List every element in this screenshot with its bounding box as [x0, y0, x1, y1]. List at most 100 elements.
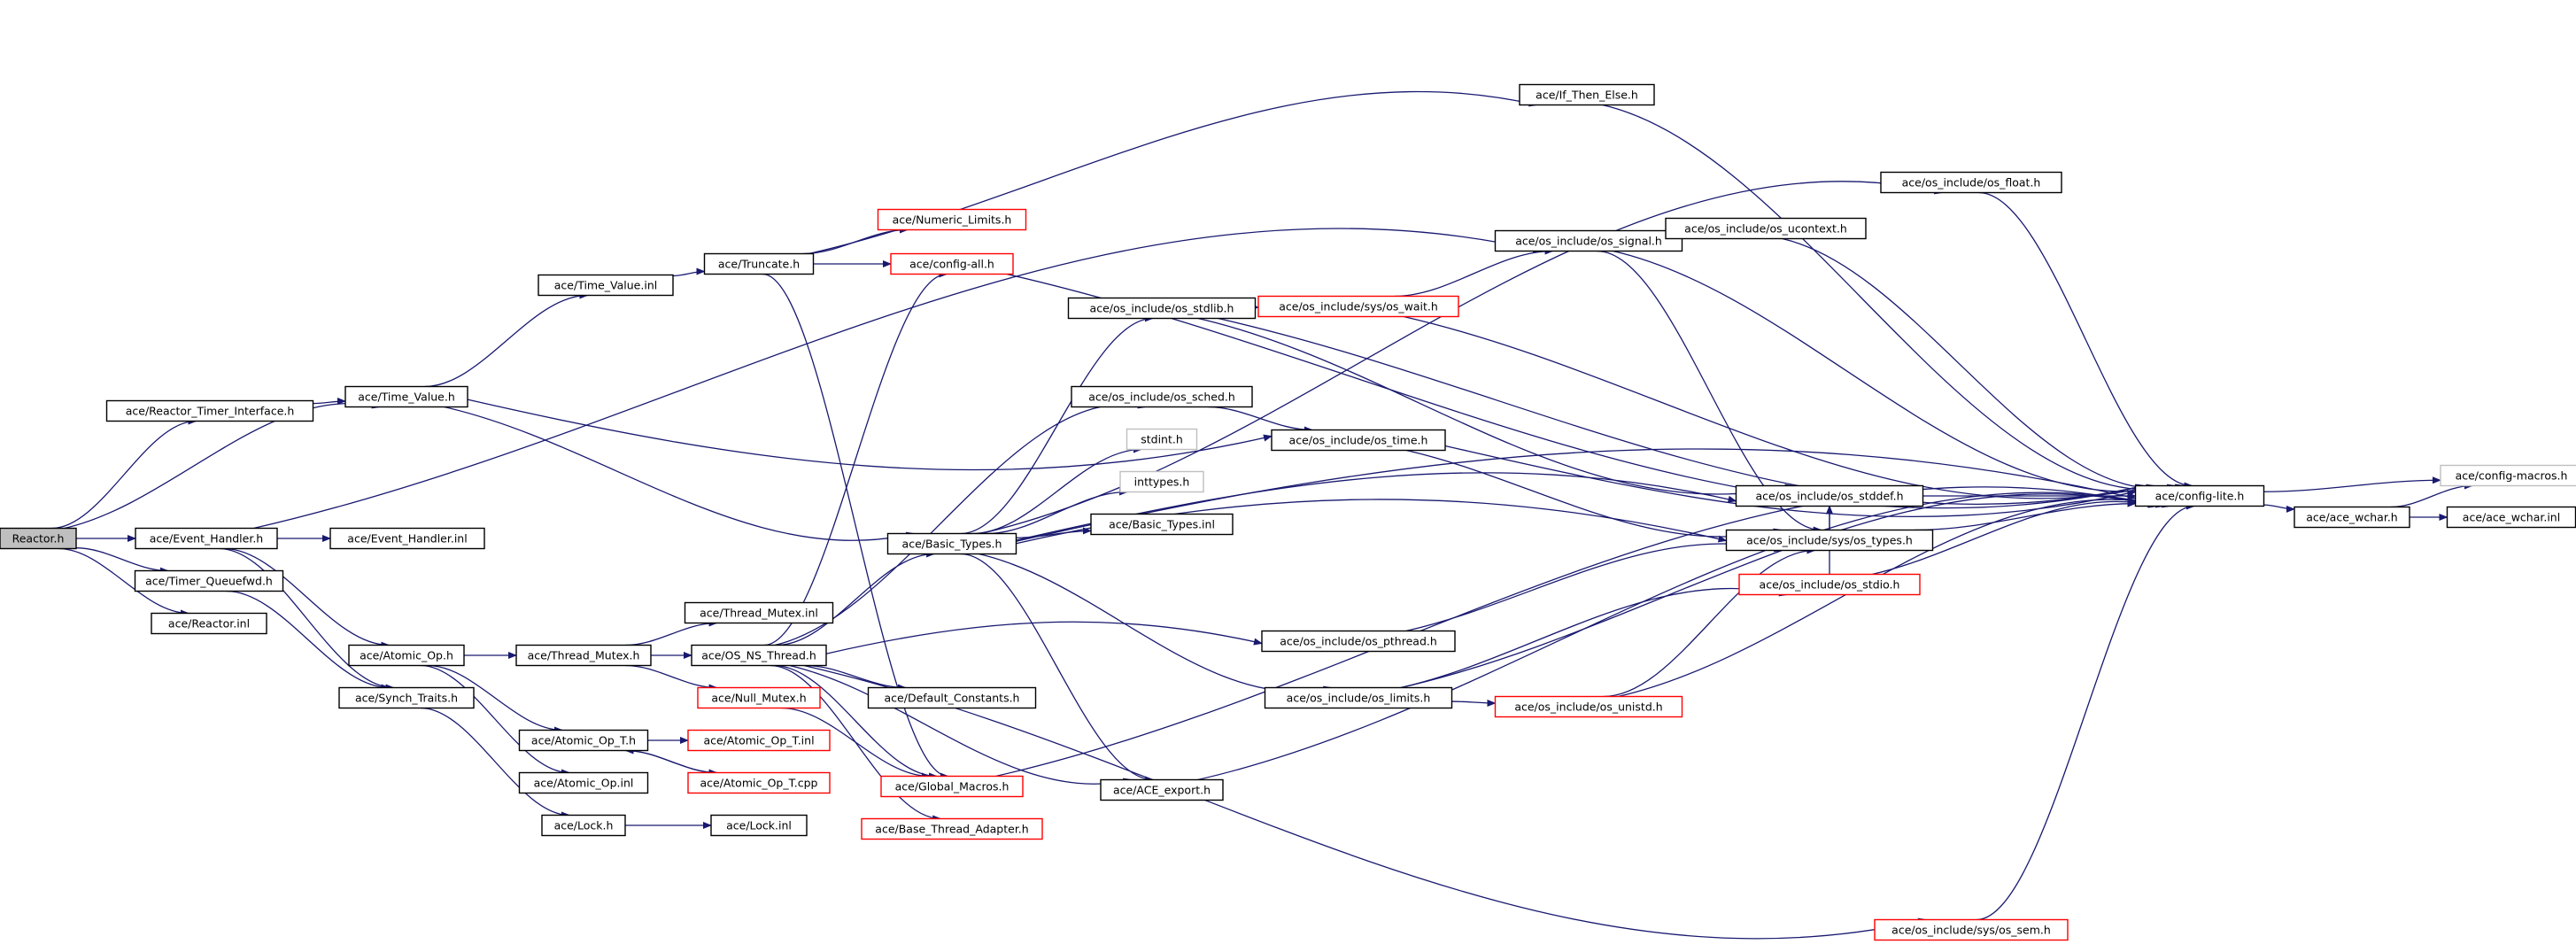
- node-default-constants-h[interactable]: ace/Default_Constants.h: [867, 686, 1037, 709]
- node-box: [338, 686, 475, 709]
- edge-path: [960, 553, 1155, 784]
- node-os-float-h[interactable]: ace/os_include/os_float.h: [1880, 171, 2062, 194]
- node-atomic-op-h[interactable]: ace/Atomic_Op.h: [348, 644, 465, 667]
- node-atomic-op-t-h[interactable]: ace/Atomic_Op_T.h: [518, 729, 649, 752]
- node-global-macros-h[interactable]: ace/Global_Macros.h: [880, 775, 1024, 798]
- node-ace-export-h[interactable]: ace/ACE_export.h: [1100, 778, 1224, 801]
- node-label: ace/ace_wchar.h: [2306, 511, 2397, 524]
- node-event-handler-h[interactable]: ace/Event_Handler.h: [135, 527, 278, 550]
- node-box: [134, 569, 284, 592]
- node-lock-h[interactable]: ace/Lock.h: [541, 814, 626, 837]
- node-timer-queuefwd-h[interactable]: ace/Timer_Queuefwd.h: [134, 569, 284, 592]
- node-reactor-h[interactable]: Reactor.h: [0, 527, 77, 550]
- node-null-mutex-h[interactable]: ace/Null_Mutex.h: [697, 686, 821, 709]
- node-label: ace/os_include/os_stddef.h: [1755, 490, 1903, 503]
- edge-path: [2263, 504, 2295, 513]
- node-basic-types-inl[interactable]: ace/Basic_Types.inl: [1090, 513, 1234, 536]
- node-config-lite-h[interactable]: ace/config-lite.h: [2134, 484, 2265, 507]
- include-edge: [672, 267, 706, 277]
- node-time-value-h[interactable]: ace/Time_Value.h: [344, 385, 468, 408]
- include-edge: [2263, 504, 2295, 513]
- node-os-pthread-h[interactable]: ace/os_include/os_pthread.h: [1261, 630, 1456, 653]
- node-os-signal-h[interactable]: ace/os_include/os_signal.h: [1494, 229, 1683, 252]
- edge-path: [1400, 587, 1789, 689]
- edge-path: [781, 707, 931, 780]
- node-stdint-h[interactable]: stdint.h: [1126, 428, 1198, 451]
- node-label: ace/os_include/os_sched.h: [1088, 391, 1235, 404]
- node-os-time-h[interactable]: ace/os_include/os_time.h: [1271, 429, 1446, 452]
- node-thread-mutex-h[interactable]: ace/Thread_Mutex.h: [515, 644, 652, 667]
- node-sys-os-wait-h[interactable]: ace/os_include/sys/os_wait.h: [1257, 295, 1459, 318]
- node-atomic-op-t-cpp[interactable]: ace/Atomic_Op_T.cpp: [687, 771, 831, 794]
- node-label: ace/os_include/os_float.h: [1902, 176, 2041, 190]
- node-os-ucontext-h[interactable]: ace/os_include/os_ucontext.h: [1665, 217, 1867, 240]
- node-ace-wchar-inl[interactable]: ace/ace_wchar.inl: [2446, 506, 2576, 529]
- include-edge: [825, 621, 1263, 654]
- node-label: ace/Thread_Mutex.inl: [700, 607, 818, 620]
- node-event-handler-inl[interactable]: ace/Event_Handler.inl: [329, 527, 485, 550]
- node-box: [518, 729, 649, 752]
- node-box: [1271, 429, 1446, 452]
- edge-path: [803, 226, 909, 255]
- node-label: ace/Thread_Mutex.h: [528, 649, 640, 662]
- node-box: [1880, 171, 2062, 194]
- edge-path: [805, 664, 907, 692]
- edge-path: [1613, 250, 2177, 492]
- node-label: ace/Event_Handler.h: [150, 532, 263, 546]
- edge-path: [1451, 699, 1497, 707]
- node-atomic-op-t-inl[interactable]: ace/Atomic_Op_T.inl: [687, 729, 831, 752]
- include-edge: [773, 664, 939, 780]
- node-box: [861, 817, 1043, 840]
- include-edge: [1016, 448, 2137, 542]
- node-label: ace/Truncate.h: [718, 258, 800, 271]
- node-label: ace/Reactor.inl: [168, 617, 250, 631]
- node-os-stdlib-h[interactable]: ace/os_include/os_stdlib.h: [1067, 297, 1257, 320]
- node-box: [541, 814, 626, 837]
- include-edge: [1915, 499, 2137, 531]
- include-edge: [420, 707, 571, 819]
- include-edge: [1394, 247, 1554, 298]
- node-reactor-inl[interactable]: ace/Reactor.inl: [151, 612, 267, 635]
- include-edge: [1597, 250, 1822, 534]
- edge-path: [1978, 191, 2193, 490]
- edge-path: [1400, 493, 2159, 689]
- node-box: [518, 771, 649, 794]
- node-os-stddef-h[interactable]: ace/os_include/os_stddef.h: [1735, 484, 1924, 507]
- node-reactor-timer-interface-h[interactable]: ace/Reactor_Timer_Interface.h: [105, 399, 314, 422]
- edge-path: [51, 417, 197, 530]
- node-ace-wchar-h[interactable]: ace/ace_wchar.h: [2294, 506, 2410, 529]
- include-edge: [625, 664, 718, 692]
- node-sys-os-sem-h[interactable]: ace/os_include/sys/os_sem.h: [1874, 918, 2069, 941]
- include-edge: [467, 399, 1273, 471]
- node-box: [1735, 484, 1924, 507]
- node-os-sched-h[interactable]: ace/os_include/os_sched.h: [1071, 385, 1253, 408]
- node-box: [691, 644, 827, 667]
- node-basic-types-h[interactable]: ace/Basic_Types.h: [886, 532, 1017, 555]
- node-box: [890, 252, 1014, 275]
- include-edge: [75, 547, 169, 575]
- include-edge: [1976, 502, 2195, 921]
- node-lock-inl[interactable]: ace/Lock.inl: [710, 814, 808, 837]
- node-sys-os-types-h[interactable]: ace/os_include/sys/os_types.h: [1725, 529, 1934, 552]
- node-if-then-else-h[interactable]: ace/If_Then_Else.h: [1519, 83, 1655, 106]
- node-box: [1119, 470, 1204, 493]
- node-os-ns-thread-h[interactable]: ace/OS_NS_Thread.h: [691, 644, 827, 667]
- node-box: [1494, 695, 1683, 718]
- include-edge: [961, 314, 1154, 535]
- node-thread-mutex-inl[interactable]: ace/Thread_Mutex.inl: [684, 601, 834, 624]
- node-atomic-op-inl[interactable]: ace/Atomic_Op.inl: [518, 771, 649, 794]
- node-time-value-inl[interactable]: ace/Time_Value.inl: [538, 274, 674, 297]
- node-config-macros-h[interactable]: ace/config-macros.h: [2440, 464, 2576, 487]
- edge-path: [2263, 476, 2441, 492]
- node-os-unistd-h[interactable]: ace/os_include/os_unistd.h: [1494, 695, 1683, 718]
- node-os-limits-h[interactable]: ace/os_include/os_limits.h: [1264, 686, 1453, 709]
- node-numeric-limits-h[interactable]: ace/Numeric_Limits.h: [877, 208, 1027, 231]
- node-synch-traits-h[interactable]: ace/Synch_Traits.h: [338, 686, 475, 709]
- node-truncate-h[interactable]: ace/Truncate.h: [703, 252, 815, 275]
- node-inttypes-h[interactable]: inttypes.h: [1119, 470, 1204, 493]
- include-edge: [1006, 273, 2147, 509]
- node-config-all-h[interactable]: ace/config-all.h: [890, 252, 1014, 275]
- node-os-stdio-h[interactable]: ace/os_include/os_stdio.h: [1738, 573, 1921, 596]
- node-base-thread-adapter-h[interactable]: ace/Base_Thread_Adapter.h: [861, 817, 1043, 840]
- edge-path: [219, 547, 395, 692]
